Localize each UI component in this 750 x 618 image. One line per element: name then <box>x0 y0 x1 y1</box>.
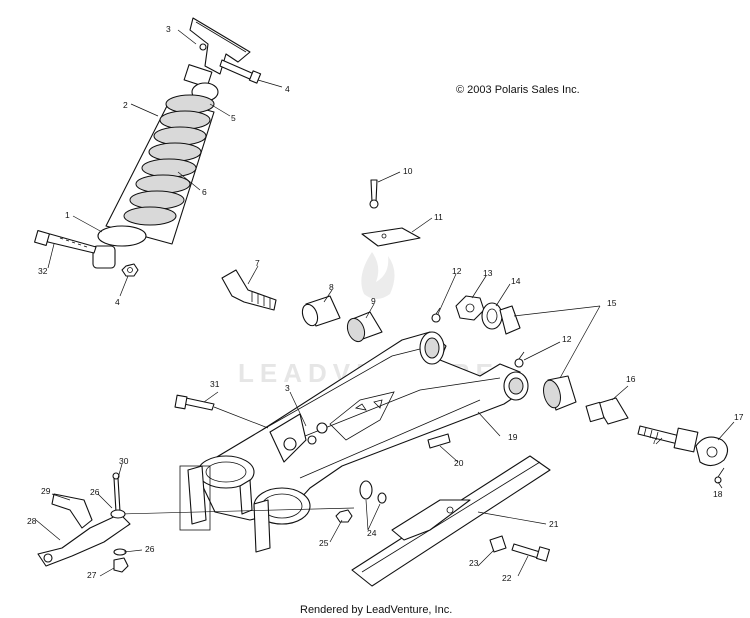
callout-18-retainer-bolt: 18 <box>713 489 723 499</box>
retainer-bolt[interactable] <box>714 467 725 484</box>
callout-16-shaft: 16 <box>626 374 636 384</box>
callout-5-cap: 5 <box>231 113 236 123</box>
callout-31-swing-arm-bolt: 31 <box>210 379 220 389</box>
spacer-bushing[interactable] <box>541 375 577 411</box>
shock-lower-eye[interactable] <box>92 245 116 269</box>
callout-25-nut: 25 <box>319 538 329 548</box>
callout-10-plate-bolt: 10 <box>403 166 413 176</box>
shock-spring[interactable] <box>123 94 215 226</box>
swing-arm-bolt[interactable] <box>174 394 269 429</box>
grease-fitting-lower[interactable] <box>514 351 525 368</box>
retainer-plate[interactable] <box>695 436 729 467</box>
callout-11-plate: 11 <box>434 212 443 222</box>
render-credit: Rendered by LeadVenture, Inc. <box>300 604 452 616</box>
callout-26-washer: 26 <box>90 487 100 497</box>
callout-27-nut: 27 <box>87 570 97 580</box>
pivot-washer[interactable] <box>481 302 503 330</box>
callout-6-spring: 6 <box>202 187 207 197</box>
callout-21-chain-guide: 21 <box>549 519 559 529</box>
pedal-bolt[interactable] <box>112 472 121 513</box>
axle-housing-right[interactable] <box>253 487 311 553</box>
callout-22-guide-bolt: 22 <box>502 573 512 583</box>
swing-arm[interactable] <box>194 331 529 521</box>
callout-28-pedal-arm: 28 <box>27 516 37 526</box>
copyright-caption: © 2003 Polaris Sales Inc. <box>456 84 580 96</box>
callout-20-decal: 20 <box>454 458 464 468</box>
leader-lines <box>35 29 735 577</box>
axle-housing-callout-box <box>179 465 211 531</box>
callout-labels: 3 4 2 5 6 1 32 4 10 11 7 8 9 12 13 14 15… <box>27 24 744 583</box>
callout-13-nut: 13 <box>483 268 493 278</box>
shock-nut[interactable] <box>121 263 139 277</box>
callout-7-pivot-bolt-lower: 7 <box>652 436 657 446</box>
callout-29-pedal: 29 <box>41 486 51 496</box>
callout-3-bracket-screw: 3 <box>166 24 171 34</box>
guide-bolt[interactable] <box>511 543 551 562</box>
pedal-washers[interactable] <box>110 509 129 573</box>
lower-nut[interactable] <box>335 509 353 523</box>
shock-bolt[interactable] <box>34 230 97 254</box>
chain-guide[interactable] <box>351 455 551 587</box>
callout-26-washer-lower: 26 <box>145 544 155 554</box>
pivot-bushing[interactable] <box>300 295 341 328</box>
lower-washer[interactable] <box>359 480 387 504</box>
plate-bolt[interactable] <box>369 179 379 209</box>
callout-19-swing-arm: 19 <box>508 432 518 442</box>
callout-4-shock-nut: 4 <box>115 297 120 307</box>
callout-24-washer: 24 <box>367 528 377 538</box>
guide-spacer[interactable] <box>489 535 507 553</box>
grease-fitting-upper[interactable] <box>431 307 441 323</box>
pivot-spacer[interactable] <box>499 305 521 335</box>
callout-8-bushing: 8 <box>329 282 334 292</box>
brake-pedal-assembly[interactable] <box>37 493 355 567</box>
swing-arm-decal[interactable] <box>427 433 451 449</box>
callout-32-shock-bolt: 32 <box>38 266 48 276</box>
pivot-bolt-lower[interactable] <box>637 425 699 453</box>
callout-17-retainer: 17 <box>734 412 744 422</box>
callout-12-grease-fitting-lower: 12 <box>562 334 572 344</box>
callout-15-spacer: 15 <box>607 298 617 308</box>
pivot-bearing[interactable] <box>344 311 383 344</box>
callout-7-pivot-bolt: 7 <box>255 258 260 268</box>
callout-1-adjuster: 1 <box>65 210 70 220</box>
callout-23-spacer: 23 <box>469 558 479 568</box>
pivot-shaft[interactable] <box>585 397 629 425</box>
bracket-bolt[interactable] <box>219 59 262 84</box>
callout-2-shock: 2 <box>123 100 128 110</box>
axle-housing-left[interactable] <box>187 455 255 525</box>
shock-mount-bracket[interactable] <box>189 17 251 75</box>
shock-absorber[interactable] <box>92 64 219 269</box>
callout-30-pedal-bolt: 30 <box>119 456 129 466</box>
callout-12-grease-fitting: 12 <box>452 266 462 276</box>
pivot-bolt-upper[interactable] <box>221 269 277 311</box>
callout-4-bracket-bolt: 4 <box>285 84 290 94</box>
callout-14-washer: 14 <box>511 276 521 286</box>
mounting-plate[interactable] <box>361 227 421 247</box>
callout-3-bracket: 3 <box>285 383 290 393</box>
callout-9-bearing: 9 <box>371 296 376 306</box>
pivot-nut[interactable] <box>455 295 485 321</box>
